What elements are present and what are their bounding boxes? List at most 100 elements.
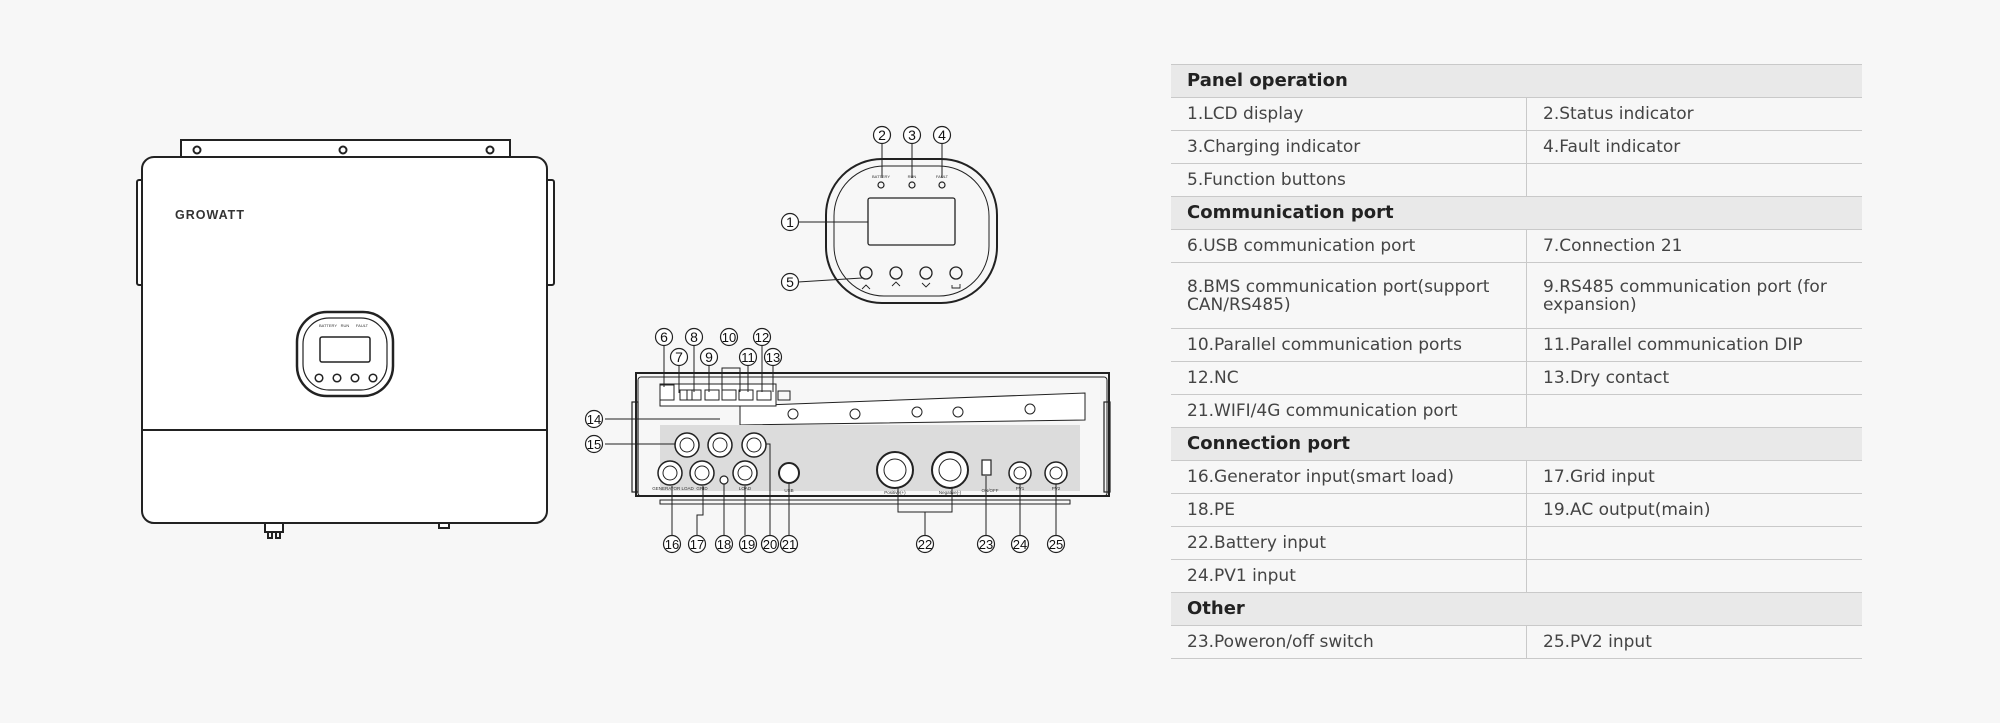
callout-23: 23 xyxy=(976,534,996,554)
callout-circle xyxy=(780,212,800,232)
callout-circle xyxy=(872,125,892,145)
callout-circle xyxy=(654,327,674,347)
callout-circle xyxy=(902,125,922,145)
table-cell: 9.RS485 communication port (for expansio… xyxy=(1526,262,1862,329)
table-cell: 19.AC output(main) xyxy=(1526,493,1862,527)
section-header-panel-operation: Panel operation xyxy=(1171,64,1862,98)
callout-6: 6 xyxy=(654,327,674,347)
callout-number: 21 xyxy=(782,537,796,552)
callout-circle xyxy=(1046,534,1066,554)
callout-number: 11 xyxy=(741,350,755,365)
callout-25: 25 xyxy=(1046,534,1066,554)
callout-circle xyxy=(662,534,682,554)
section-header-other: Other xyxy=(1171,592,1862,626)
table-cell: 5.Function buttons xyxy=(1171,163,1527,197)
callout-circle xyxy=(684,327,704,347)
panel-detail-label-battery: BATTERY xyxy=(872,174,890,179)
callout-22: 22 xyxy=(915,534,935,554)
port-label-grid: GRID xyxy=(696,486,708,491)
table-cell: 25.PV2 input xyxy=(1526,625,1862,659)
panel-leader-lines xyxy=(797,143,943,283)
table-row: 24.PV1 input xyxy=(1171,559,1862,593)
table-cell: 10.Parallel communication ports xyxy=(1171,328,1527,362)
callout-21: 21 xyxy=(779,534,799,554)
callout-1: 1 xyxy=(780,212,800,232)
table-row: 8.BMS communication port(support CAN/RS4… xyxy=(1171,262,1862,329)
callout-number: 20 xyxy=(763,537,777,552)
callout-number: 8 xyxy=(690,329,698,345)
front-panel-labels: BATTERY RUN FAULT xyxy=(319,323,369,328)
table-cell xyxy=(1526,163,1862,197)
table-cell: 1.LCD display xyxy=(1171,97,1527,131)
section-header-connection-port: Connection port xyxy=(1171,427,1862,461)
callout-20: 20 xyxy=(760,534,780,554)
table-cell: 16.Generator input(smart load) xyxy=(1171,460,1527,494)
table-cell: 8.BMS communication port(support CAN/RS4… xyxy=(1171,262,1527,329)
callout-18: 18 xyxy=(714,534,734,554)
callout-4: 4 xyxy=(932,125,952,145)
callout-11: 11 xyxy=(738,347,758,367)
table-cell: 11.Parallel communication DIP xyxy=(1526,328,1862,362)
callout-circle xyxy=(738,534,758,554)
table-cell: 22.Battery input xyxy=(1171,526,1527,560)
table-row: 22.Battery input xyxy=(1171,526,1862,560)
callout-number: 4 xyxy=(938,127,946,143)
callout-2: 2 xyxy=(872,125,892,145)
callout-circle xyxy=(752,327,772,347)
table-cell xyxy=(1526,394,1862,428)
callout-number: 16 xyxy=(665,537,679,552)
callout-number: 25 xyxy=(1049,537,1063,552)
callout-10: 10 xyxy=(719,327,739,347)
callout-24: 24 xyxy=(1010,534,1030,554)
front-panel-label-battery: BATTERY xyxy=(319,323,337,328)
bottom-leader-lines xyxy=(605,345,1057,535)
table-row: 16.Generator input(smart load)17.Grid in… xyxy=(1171,460,1862,494)
callout-17: 17 xyxy=(687,534,707,554)
table-row: 21.WIFI/4G communication port xyxy=(1171,394,1862,428)
table-cell: 17.Grid input xyxy=(1526,460,1862,494)
table-cell: 21.WIFI/4G communication port xyxy=(1171,394,1527,428)
port-label-battery-positive: Positive(+) xyxy=(884,490,906,495)
callout-number: 9 xyxy=(705,349,713,365)
callout-15: 15 xyxy=(584,434,604,454)
table-cell: 23.Poweron/off switch xyxy=(1171,625,1527,659)
inverter-bottom-view xyxy=(631,372,1111,505)
table-row: 5.Function buttons xyxy=(1171,163,1862,197)
callout-number: 1 xyxy=(786,214,794,230)
callout-circle xyxy=(699,347,719,367)
device-diagram: GROWATT BATTERY RUN FAULT BATTERY RUN FA… xyxy=(136,125,1111,554)
front-panel-label-run: RUN xyxy=(341,323,350,328)
callout-circle xyxy=(714,534,734,554)
section-header-communication-port: Communication port xyxy=(1171,196,1862,230)
callout-9: 9 xyxy=(699,347,719,367)
table-cell: 13.Dry contact xyxy=(1526,361,1862,395)
callout-circle xyxy=(779,534,799,554)
table-cell: 18.PE xyxy=(1171,493,1527,527)
table-cell: 4.Fault indicator xyxy=(1526,130,1862,164)
panel-detail-view xyxy=(825,158,998,304)
callout-number: 6 xyxy=(660,329,668,345)
section-title: Panel operation xyxy=(1171,64,1862,98)
callout-circle xyxy=(719,327,739,347)
callout-number: 5 xyxy=(786,274,794,290)
section-title: Communication port xyxy=(1171,196,1862,230)
callout-number: 22 xyxy=(918,537,932,552)
callout-3: 3 xyxy=(902,125,922,145)
callout-14: 14 xyxy=(584,409,604,429)
section-title: Other xyxy=(1171,592,1862,626)
panel-detail-labels: BATTERY RUN FAULT xyxy=(872,174,949,179)
table-cell: 12.NC xyxy=(1171,361,1527,395)
callout-8: 8 xyxy=(684,327,704,347)
callout-number: 12 xyxy=(755,330,769,345)
callout-circle xyxy=(976,534,996,554)
callout-number: 17 xyxy=(690,537,704,552)
front-panel-label-fault: FAULT xyxy=(356,323,369,328)
port-label-generator: GENERATOR LOAD xyxy=(652,486,694,491)
